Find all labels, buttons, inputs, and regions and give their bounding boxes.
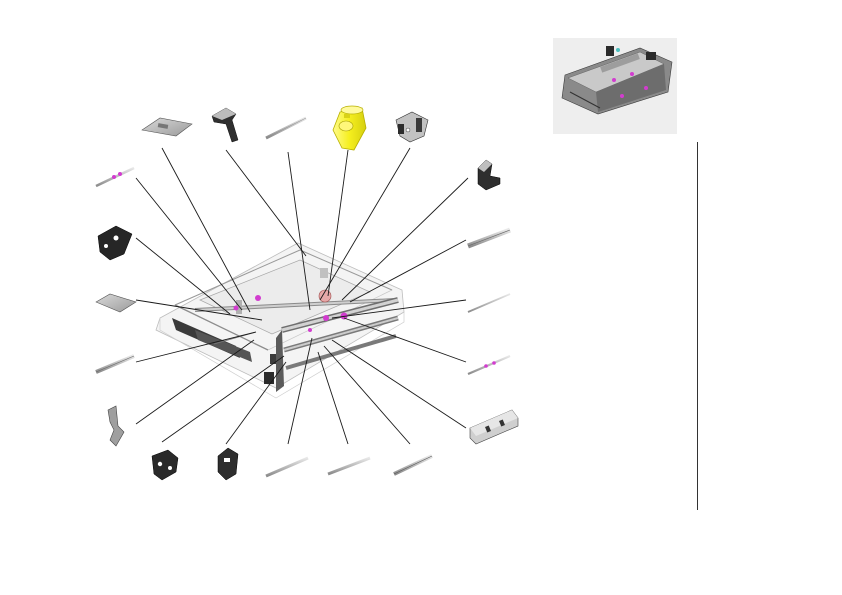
guide-rail-left[interactable]	[95, 354, 135, 374]
guide-rail-bottom[interactable]	[393, 454, 433, 476]
mounting-bracket-right[interactable]	[477, 159, 501, 191]
spur-gear-bushing-highlighted[interactable]	[332, 105, 367, 151]
gear-plate-bottom-1[interactable]	[151, 449, 179, 481]
shield-plate-left[interactable]	[95, 293, 137, 313]
shaft-collar-accent	[112, 175, 116, 179]
hook-bracket-left[interactable]	[107, 405, 125, 447]
roller-assembly-right[interactable]	[467, 227, 511, 249]
motor-bracket-top[interactable]	[395, 111, 429, 143]
shaft-bottom-1[interactable]	[265, 456, 309, 478]
main-frame-assembly[interactable]	[155, 242, 405, 399]
roller-end-accent	[308, 328, 312, 332]
roller-end-accent	[255, 295, 261, 301]
leader-lines	[135, 147, 469, 445]
shaft-left-1[interactable]	[95, 166, 135, 188]
thumb-roller-accent	[630, 72, 634, 76]
shaft-collar-accent	[118, 172, 122, 176]
shaft-collar-accent	[484, 364, 488, 368]
shaft-bottom-2[interactable]	[327, 456, 371, 476]
shaft-right-1[interactable]	[467, 293, 511, 313]
l-bracket-top[interactable]	[211, 107, 239, 143]
roller-end-accent	[323, 315, 329, 321]
paper-guide-plate-right[interactable]	[469, 409, 519, 445]
shaft-collar-accent	[492, 361, 496, 365]
thumb-roller-accent	[644, 86, 648, 90]
top-cover-plate[interactable]	[141, 117, 193, 137]
shaft-top-1[interactable]	[265, 116, 307, 140]
gear-plate-bottom-2[interactable]	[217, 447, 239, 481]
thumb-roller-accent	[612, 78, 616, 82]
overview-assembly-thumbnail[interactable]	[561, 46, 673, 115]
thumb-roller-accent	[620, 94, 624, 98]
roller-end-accent	[233, 305, 239, 311]
shaft-right-2[interactable]	[467, 354, 511, 376]
side-bracket-left[interactable]	[97, 225, 133, 261]
sidebar-divider	[697, 142, 698, 510]
